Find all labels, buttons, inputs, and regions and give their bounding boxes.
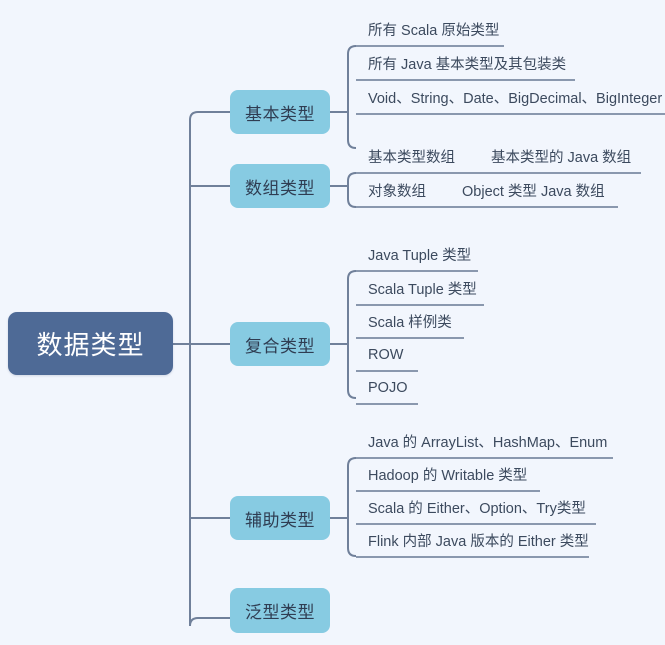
branch-1-spine-up bbox=[347, 45, 357, 112]
root-node[interactable]: 数据类型 bbox=[8, 312, 173, 375]
leaf-text: Java 的 ArrayList、HashMap、Enum bbox=[368, 435, 608, 451]
leaf-3-1[interactable]: Java Tuple 类型 bbox=[356, 239, 478, 272]
branch-label-4: 辅助类型 bbox=[245, 510, 315, 530]
branch-label-5: 泛型类型 bbox=[245, 603, 315, 622]
branch-label-2: 数组类型 bbox=[245, 178, 315, 198]
leaf-4-2[interactable]: Hadoop 的 Writable 类型 bbox=[356, 459, 540, 492]
leaf-1-3[interactable]: Void、String、Date、BigDecimal、BigInteger bbox=[356, 82, 665, 115]
leaf-text: Scala Tuple 类型 bbox=[368, 282, 477, 298]
leaf-2-2[interactable]: 对象数组 Object 类型 Java 数组 bbox=[356, 175, 618, 208]
leaf-text: 对象数组 bbox=[368, 184, 426, 200]
leaf-1-2[interactable]: 所有 Java 基本类型及其包装类 bbox=[356, 48, 575, 81]
branch-2-spine-up bbox=[347, 172, 357, 186]
leaf-4-4[interactable]: Flink 内部 Java 版本的 Either 类型 bbox=[356, 525, 589, 558]
leaf-text: Scala 的 Either、Option、Try类型 bbox=[368, 501, 586, 517]
branch-node-3[interactable]: 复合类型 bbox=[230, 322, 330, 366]
leaf-text: POJO bbox=[368, 379, 408, 396]
branch-4-spine-up bbox=[347, 457, 357, 518]
trunk-to-branch-1 bbox=[189, 111, 230, 344]
leaf-text: 基本类型数组 bbox=[368, 150, 455, 166]
branch-2-spine-down bbox=[347, 186, 357, 208]
branch-1-spine-down bbox=[347, 112, 357, 149]
leaf-text: Flink 内部 Java 版本的 Either 类型 bbox=[368, 534, 589, 550]
leaf-2-1[interactable]: 基本类型数组 基本类型的 Java 数组 bbox=[356, 141, 641, 174]
leaf-3-4[interactable]: ROW bbox=[356, 339, 418, 372]
leaf-text-secondary: Object 类型 Java 数组 bbox=[462, 184, 605, 200]
branch-4-spine-down bbox=[347, 518, 357, 557]
branch-node-4[interactable]: 辅助类型 bbox=[230, 496, 330, 540]
branch-3-spine-up bbox=[347, 270, 357, 344]
root-label: 数据类型 bbox=[36, 330, 145, 360]
leaf-3-5[interactable]: POJO bbox=[356, 372, 418, 405]
leaf-text: Java Tuple 类型 bbox=[368, 248, 472, 264]
branch-label-1: 基本类型 bbox=[245, 104, 315, 124]
leaf-3-2[interactable]: Scala Tuple 类型 bbox=[356, 273, 484, 306]
leaf-text: 所有 Scala 原始类型 bbox=[368, 23, 500, 39]
leaf-1-1[interactable]: 所有 Scala 原始类型 bbox=[356, 14, 504, 47]
branch-node-2[interactable]: 数组类型 bbox=[230, 164, 330, 208]
leaf-text: 所有 Java 基本类型及其包装类 bbox=[368, 57, 567, 73]
leaf-3-3[interactable]: Scala 样例类 bbox=[356, 306, 464, 339]
leaf-text: Hadoop 的 Writable 类型 bbox=[368, 468, 528, 484]
leaf-4-3[interactable]: Scala 的 Either、Option、Try类型 bbox=[356, 492, 596, 525]
branch-3-spine-down bbox=[347, 344, 357, 399]
leaf-4-1[interactable]: Java 的 ArrayList、HashMap、Enum bbox=[356, 426, 613, 459]
leaf-text: Void、String、Date、BigDecimal、BigInteger bbox=[368, 91, 663, 107]
leaf-text: ROW bbox=[368, 346, 404, 363]
leaf-text: Scala 样例类 bbox=[368, 315, 452, 331]
branch-label-3: 复合类型 bbox=[245, 336, 315, 356]
branch-node-5[interactable]: 泛型类型 bbox=[230, 588, 330, 633]
leaf-text-secondary: 基本类型的 Java 数组 bbox=[491, 150, 632, 166]
trunk-to-branch-5 bbox=[189, 344, 230, 627]
branch-node-1[interactable]: 基本类型 bbox=[230, 90, 330, 134]
